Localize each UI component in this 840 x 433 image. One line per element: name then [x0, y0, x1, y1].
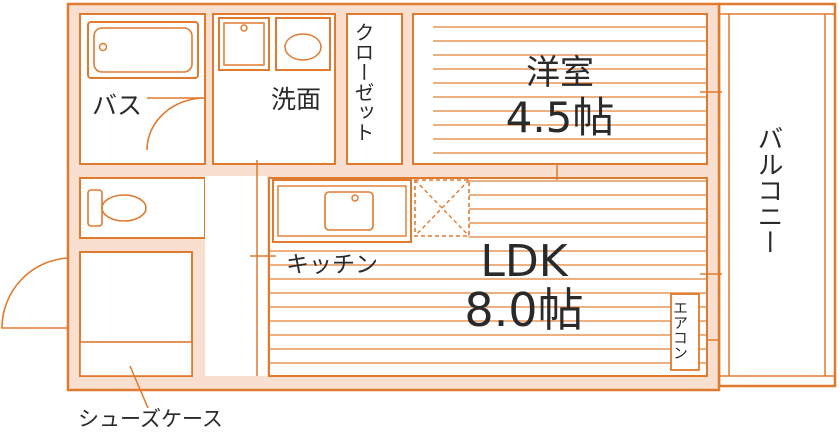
bath-door-swing — [146, 97, 206, 151]
kitchen-label: キッチン — [286, 252, 378, 278]
western-room-label: 洋室 — [526, 53, 594, 93]
closet — [346, 13, 403, 165]
toilet — [87, 189, 147, 227]
ldk-size: 8.0帖 — [464, 283, 583, 337]
wall-ticks — [129, 91, 722, 409]
kitchen-counter — [272, 179, 412, 243]
washing-machine-pan — [218, 17, 270, 71]
entrance-door-swing — [1, 257, 69, 329]
wash-basin — [275, 17, 331, 71]
western-room-size: 4.5帖 — [506, 93, 615, 142]
shoe-case — [79, 341, 193, 377]
ldk-label: LDK — [480, 236, 568, 287]
toilet-room — [79, 177, 206, 239]
washroom-label: 洗面 — [271, 85, 321, 114]
bathtub — [87, 21, 199, 79]
aircon-label: エアコン — [671, 300, 689, 360]
balcony — [717, 2, 837, 388]
fridge-space — [414, 179, 470, 237]
closet-label: クローゼット — [351, 22, 375, 142]
bath-label: バス — [92, 91, 142, 120]
aircon-unit — [670, 293, 700, 371]
shoe-case-label: シューズケース — [78, 407, 223, 431]
balcony-label: バルコニー — [753, 125, 783, 255]
